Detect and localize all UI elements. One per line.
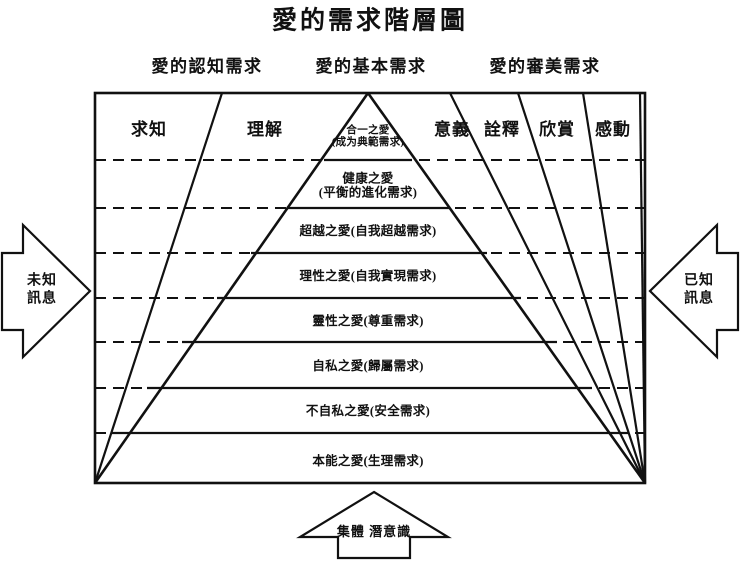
tier-main-label: 本能之愛(生理需求) <box>312 453 424 468</box>
tier-main-label: 理性之愛(自我實現需求) <box>299 268 437 283</box>
left-division-lines <box>93 92 224 484</box>
right-arrow-label-line2: 訊息 <box>684 291 714 306</box>
tier-row: 超越之愛(自我超越需求) <box>300 224 437 238</box>
tier-row: 不自私之愛(安全需求) <box>306 404 430 418</box>
group-label-aesthetic: 愛的審美需求 <box>489 57 601 77</box>
column-header-understanding: 理解 <box>247 120 283 140</box>
column-header-interpretation: 詮釋 <box>484 120 520 140</box>
right-arrow-shape <box>648 222 740 360</box>
tier-main-label: 不自私之愛(安全需求) <box>305 403 431 418</box>
tier-sub-label: (成为典範需求) <box>331 137 405 148</box>
tier-row: 本能之愛(生理需求) <box>312 454 423 468</box>
group-label-basic: 愛的基本需求 <box>315 57 427 77</box>
left-arrow-label-line1: 未知 <box>27 273 57 289</box>
tier-row: 理性之愛(自我實現需求) <box>300 269 437 283</box>
main-frame <box>93 91 647 485</box>
group-label-cognitive: 愛的認知需求 <box>151 57 263 77</box>
tier-row: 靈性之愛(尊重需求) <box>312 314 423 328</box>
right-division-lines <box>449 92 647 484</box>
bottom-arrow-shape <box>296 490 452 560</box>
tier-main-label: 合一之愛 <box>346 124 390 136</box>
tier-row: 自私之愛(歸屬需求) <box>312 359 423 373</box>
left-arrow-shape <box>0 222 92 360</box>
tier-row: 合一之愛 (成为典範需求) <box>332 125 404 149</box>
right-arrow-label-line1: 已知 <box>684 273 714 289</box>
tier-main-label: 健康之愛 <box>342 171 394 186</box>
left-arrow-label: 未知 訊息 <box>27 273 57 308</box>
tier-separators <box>112 158 628 435</box>
bottom-arrow-label-line2: 潛意識 <box>369 524 412 540</box>
tier-row: 健康之愛 (平衡的進化需求) <box>319 172 418 201</box>
bottom-arrow-label: 集體 潛意識 <box>337 523 411 541</box>
column-header-seek-knowledge: 求知 <box>131 120 167 140</box>
page-title: 愛的需求階層圖 <box>271 7 469 35</box>
tier-main-label: 靈性之愛(尊重需求) <box>312 313 424 328</box>
left-arrow-label-line2: 訊息 <box>27 291 57 306</box>
tier-main-label: 超越之愛(自我超越需求) <box>299 223 437 238</box>
tier-sub-label: (平衡的進化需求) <box>318 186 418 200</box>
column-header-appreciation: 欣賞 <box>539 120 575 140</box>
column-header-being-moved: 感動 <box>595 120 631 140</box>
tier-main-label: 自私之愛(歸屬需求) <box>312 358 424 373</box>
pyramid-edges <box>93 92 647 484</box>
column-header-meaning: 意義 <box>434 120 470 140</box>
bottom-arrow-label-line1: 集體 <box>336 524 365 540</box>
right-arrow-label: 已知 訊息 <box>684 273 714 308</box>
